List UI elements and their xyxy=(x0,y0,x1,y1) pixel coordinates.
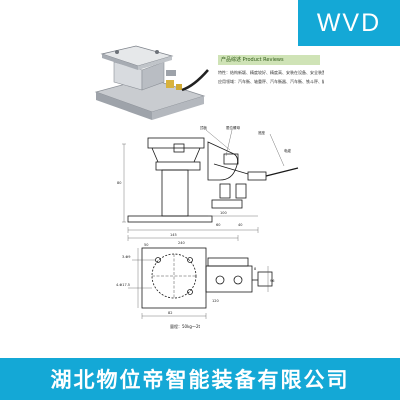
intro-line: 特性：结构新颖、精度较好、精度高、安装在设备、安全装置。 xyxy=(218,70,324,75)
label-limit-bolt: 限位螺母 xyxy=(226,125,240,130)
dim-hole-1: 3-Φ9 xyxy=(122,255,130,259)
dim-240: 240 xyxy=(178,241,185,245)
label-base: 底座 xyxy=(258,130,266,135)
dim-50: 50 xyxy=(144,243,148,247)
dim-96: 96 xyxy=(270,279,274,283)
dim-8: 8 xyxy=(254,267,256,271)
side-view-dims xyxy=(122,129,285,241)
dim-height: 80 xyxy=(117,181,121,185)
dim-60: 60 xyxy=(216,223,220,227)
company-banner: 湖北物位帝智能装备有限公司 xyxy=(0,358,400,400)
label-top-plate: 顶板 xyxy=(200,125,207,130)
capacity-caption: 量程：50kg～2t xyxy=(170,324,201,329)
dim-40: 40 xyxy=(238,223,242,227)
top-view-dims xyxy=(128,248,269,319)
section-header: 产品综述 Product Reviews xyxy=(218,55,320,65)
product-photo xyxy=(94,45,209,120)
dim-145: 145 xyxy=(170,233,177,237)
top-view xyxy=(141,247,273,309)
side-view xyxy=(127,137,299,223)
technical-drawing: 顶板 限位螺母 底座 电缆 80 60 40 145 240 100 3-Φ9 … xyxy=(116,125,299,319)
intro-line: 应用领域：汽车衡、轴重秤、汽车衡器、汽车衡、铁斗秤、罐秤等 xyxy=(218,79,324,84)
dim-100: 100 xyxy=(220,211,227,215)
brand-logo: WVD xyxy=(298,0,400,46)
dim-hole-2: 4-Φ17.5 xyxy=(116,283,130,287)
dim-120: 120 xyxy=(212,299,219,303)
dim-82: 82 xyxy=(168,311,172,315)
label-cable: 电缆 xyxy=(284,148,292,153)
product-intro: 特性：结构新颖、精度较好、精度高、安装在设备、安全装置。 应用领域：汽车衡、轴重… xyxy=(218,68,324,86)
